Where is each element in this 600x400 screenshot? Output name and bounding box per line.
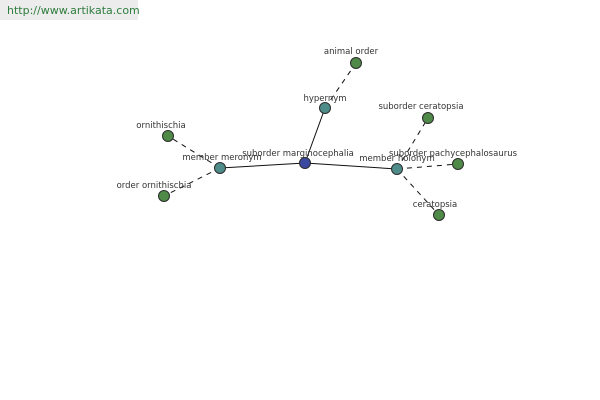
node-label-suborder-ceratopsia[interactable]: suborder ceratopsia [378, 102, 463, 112]
labels-layer: suborder marginocephalia hypernym member m… [117, 47, 518, 210]
node-ceratopsia[interactable] [433, 209, 445, 221]
edge-member-holonym-to-suborder-pachycephalosaurus [396, 163, 459, 170]
edge-center-to-member-holonym [304, 162, 398, 170]
node-label-animal-order[interactable]: animal order [324, 47, 379, 57]
node-suborder-ceratopsia[interactable] [422, 112, 434, 124]
edge-member-holonym-to-ceratopsia [396, 168, 440, 216]
node-label-member-holonym[interactable]: member holonym [359, 154, 434, 164]
node-ornithischia[interactable] [162, 130, 174, 142]
nodes-layer [158, 57, 464, 221]
node-member-meronym[interactable] [214, 162, 226, 174]
edges-layer [163, 62, 459, 216]
node-suborder-pachycephalosaurus[interactable] [452, 158, 464, 170]
node-hypernym[interactable] [319, 102, 331, 114]
edge-member-meronym-to-ornithischia [167, 135, 221, 169]
node-member-holonym[interactable] [391, 163, 403, 175]
node-label-order-ornithischia[interactable]: order ornithischia [117, 181, 192, 191]
node-center[interactable] [299, 157, 311, 169]
node-order-ornithischia[interactable] [158, 190, 170, 202]
node-label-ornithischia[interactable]: ornithischia [136, 121, 185, 131]
edge-member-meronym-to-order-ornithischia [163, 167, 221, 197]
node-label-ceratopsia[interactable]: ceratopsia [413, 200, 458, 210]
source-url[interactable]: http://www.artikata.com [0, 0, 140, 20]
node-label-hypernym[interactable]: hypernym [303, 94, 346, 104]
node-label-suborder-pachycephalosaurus[interactable]: suborder pachycephalosaurus [389, 149, 518, 159]
edge-center-to-member-meronym [219, 162, 306, 169]
node-label-center[interactable]: suborder marginocephalia [242, 149, 354, 159]
edge-center-to-hypernym [304, 107, 326, 164]
node-animal-order[interactable] [350, 57, 362, 69]
node-label-member-meronym[interactable]: member meronym [182, 153, 261, 163]
